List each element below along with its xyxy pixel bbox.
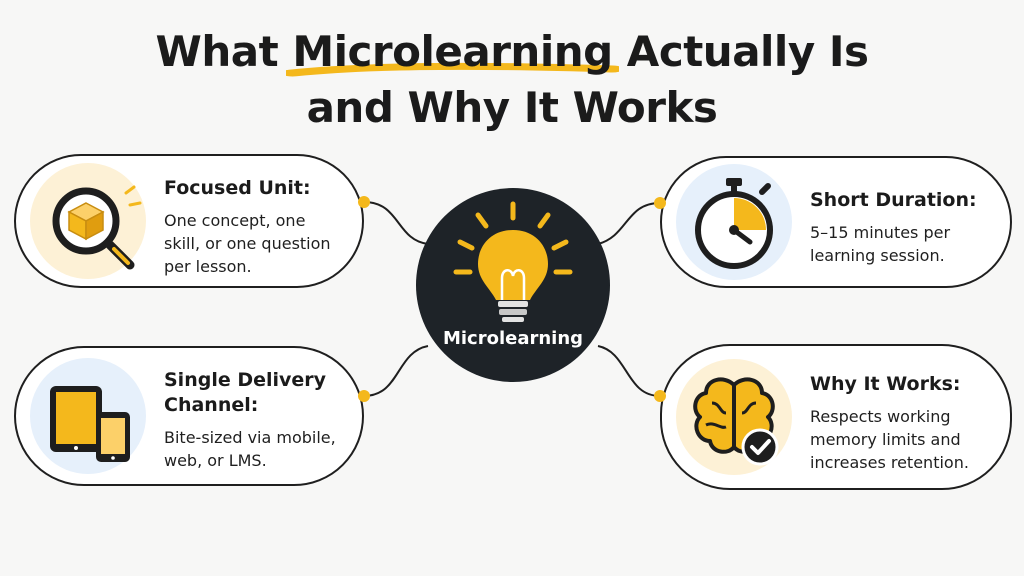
card-heading: Why It Works: <box>810 373 961 395</box>
title-text-post: Actually Is <box>612 27 869 76</box>
magnifier-cube-icon <box>52 185 142 270</box>
connector-dot <box>358 196 370 208</box>
card-heading: Focused Unit: <box>164 177 311 199</box>
center-label: Microlearning <box>442 328 584 349</box>
card-body: 5–15 minutes per learning session. <box>810 223 951 265</box>
page-title: What Microlearning Actually Is and Why I… <box>0 24 1024 136</box>
icon-circle <box>30 163 146 279</box>
title-text-pre: What <box>155 27 293 76</box>
connector-dot <box>654 197 666 209</box>
brain-check-icon <box>693 377 779 466</box>
card-body: Bite-sized via mobile, web, or LMS. <box>164 428 336 470</box>
card-heading: Short Duration: <box>810 189 977 211</box>
card-short-duration: Short Duration: 5–15 minutes per learnin… <box>660 156 1012 288</box>
card-body: One concept, one skill, or one question … <box>164 211 331 276</box>
connector-dot <box>654 390 666 402</box>
card-why-it-works: Why It Works: Respects working memory li… <box>660 344 1012 490</box>
devices-icon <box>50 386 130 462</box>
card-focused-unit: Focused Unit: One concept, one skill, or… <box>14 154 364 288</box>
title-highlight: Microlearning <box>286 24 619 80</box>
card-heading: Single Delivery Channel: <box>164 369 327 416</box>
connector-dot <box>358 390 370 402</box>
title-line-2: and Why It Works <box>306 83 718 132</box>
center-hub: Microlearning <box>416 188 610 382</box>
lightbulb-icon <box>453 201 573 322</box>
icon-circle <box>676 359 792 475</box>
title-line-1: What Microlearning Actually Is <box>0 24 1024 80</box>
icon-circle <box>676 164 792 280</box>
stopwatch-icon <box>695 178 773 269</box>
card-body: Respects working memory limits and incre… <box>810 407 969 472</box>
icon-circle <box>30 358 146 474</box>
card-single-delivery-channel: Single Delivery Channel: Bite-sized via … <box>14 346 364 486</box>
